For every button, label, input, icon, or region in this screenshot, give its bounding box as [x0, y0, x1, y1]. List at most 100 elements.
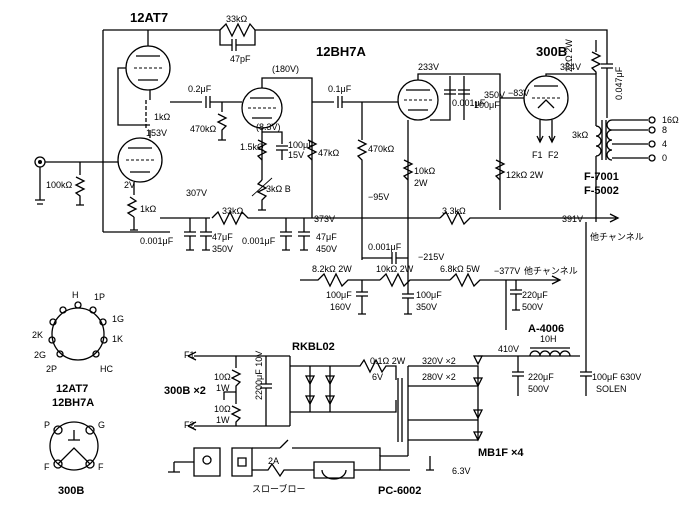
- filament-cap: 2200μF 10V: [254, 351, 264, 400]
- voltage-minus-95v: −95V: [368, 192, 389, 202]
- pin-h: H: [72, 290, 79, 300]
- film-cap-brand: SOLEN: [596, 384, 627, 394]
- opt-model-2: F-5002: [584, 185, 619, 197]
- voltage-minus-377v: −377V: [494, 266, 520, 276]
- voltage-8v3: (8.3V): [256, 122, 281, 132]
- main-cap-voltage: 500V: [528, 384, 549, 394]
- pin-f2: F: [98, 462, 104, 472]
- bias-resistor-2: 10kΩ 2W: [376, 264, 414, 274]
- variable-resistor-label: 3kΩ B: [266, 184, 291, 194]
- tap-8: 8: [662, 125, 667, 135]
- filament-300b-count: 300B ×2: [164, 385, 206, 397]
- hum-resistor-2-watt: 1W: [216, 415, 230, 425]
- bias-cap-label: 0.001μF: [368, 242, 402, 252]
- decouple-resistor-2-label: 3.3kΩ: [442, 206, 466, 216]
- pin-g: G: [98, 420, 105, 430]
- plate-resistor-3-label: 12kΩ 2W: [506, 170, 544, 180]
- tube-300b: 300B 384V −83V F1 F2 22Ω 2W 0.047μF 16Ω …: [500, 39, 679, 222]
- bias-cap-1: 100μF: [326, 290, 352, 300]
- voltage-307v: 307V: [186, 188, 207, 198]
- power-supply: RKBL02 F1 F2 300B ×2 10Ω 1W 10Ω 1W 2200μ…: [164, 222, 641, 497]
- pin-2k: 2K: [32, 330, 43, 340]
- voltage-180v: (180V): [272, 64, 299, 74]
- decouple-cap-2-voltage: 450V: [316, 244, 337, 254]
- voltage-373v: 373V: [314, 214, 335, 224]
- choke-model: A-4006: [528, 323, 564, 335]
- other-channel-1: 他チャンネル: [590, 231, 644, 243]
- decouple-resistor-1-label: 33kΩ: [222, 206, 244, 216]
- opt-model-1: F-7001: [584, 171, 619, 183]
- fuse-type: スローブロー: [252, 483, 305, 495]
- k4-resistor-wattage: 2W: [414, 178, 428, 188]
- bias-cap-3-voltage: 500V: [522, 302, 543, 312]
- pin-1g: 1G: [112, 314, 124, 324]
- decouple-cap-1a: 0.001μF: [140, 236, 174, 246]
- voltage-410v: 410V: [498, 344, 519, 354]
- choke-inductance: 10H: [540, 334, 557, 344]
- voltage-153v: 153V: [146, 128, 167, 138]
- voltage-384v: 384V: [560, 62, 581, 72]
- voltage-391v: 391V: [562, 214, 583, 224]
- bias-supply: 0.001μF −215V 8.2kΩ 2W 10kΩ 2W 6.8kΩ 5W …: [300, 242, 578, 330]
- film-cap: 100μF 630V: [592, 372, 641, 382]
- volt-6v: 6V: [372, 372, 383, 382]
- bias-cap-2: 100μF: [416, 290, 442, 300]
- pin-1k: 1K: [112, 334, 123, 344]
- pin-hc: HC: [100, 364, 113, 374]
- voltage-minus-83v: −83V: [508, 88, 529, 98]
- hum-resistor-2: 10Ω: [214, 404, 231, 414]
- fuse-rating: 2A: [268, 456, 279, 466]
- k4-resistor-label: 10kΩ: [414, 166, 436, 176]
- driver-stage: 0.1μF 470kΩ −95V 233V 10kΩ 2W 0.001μF 10…: [312, 62, 544, 290]
- k4-cap-voltage: 350V: [484, 90, 505, 100]
- tube-12bh7a: 12BH7A 0.2μF 470kΩ (180V) (8.3V) 47kΩ 1.…: [170, 44, 366, 218]
- tap-4: 4: [662, 139, 667, 149]
- k3-resistor-label: 1.5kΩ: [240, 142, 264, 152]
- coupling-cap-1-label: 0.2μF: [188, 84, 212, 94]
- tap-16: 16Ω: [662, 115, 679, 125]
- tap-0: 0: [662, 153, 667, 163]
- tube-12at7: 12AT7 1kΩ 153V 1kΩ 2V: [117, 10, 171, 231]
- pin-p: P: [44, 420, 50, 430]
- bias-resistor-3: 6.8kΩ 5W: [440, 264, 480, 274]
- grid-resistor-3-label: 470kΩ: [368, 144, 395, 154]
- bias-cap-1-voltage: 160V: [330, 302, 351, 312]
- zobel-cap-label: 0.047μF: [614, 66, 624, 100]
- pinout-300b: P G F F 300B: [44, 420, 105, 497]
- feedback-resistor-label: 33kΩ: [226, 14, 248, 24]
- pin-2g: 2G: [34, 350, 46, 360]
- main-cap: 220μF: [528, 372, 554, 382]
- k4-cap-b-label: 100μF: [474, 100, 500, 110]
- other-channel-2: 他チャンネル: [524, 265, 578, 277]
- k2-resistor-label: 1kΩ: [140, 204, 157, 214]
- zobel-resistor-label: 22Ω 2W: [564, 39, 574, 72]
- decouple-cap-2a: 0.001μF: [242, 236, 276, 246]
- pinout-title-3: 300B: [58, 485, 84, 497]
- k3-cap-voltage: 15V: [288, 150, 304, 160]
- feedback-network: 33kΩ 47pF: [102, 14, 608, 232]
- coupling-cap-2-label: 0.1μF: [328, 84, 352, 94]
- input-section: 100kΩ: [34, 156, 118, 206]
- decouple-cap-1b: 47μF: [212, 232, 233, 242]
- bias-cap-2-voltage: 350V: [416, 302, 437, 312]
- filament-f2: F2: [548, 150, 559, 160]
- k4-cap-a-label: 0.001μF: [452, 98, 486, 108]
- pin-2p: 2P: [46, 364, 57, 374]
- voltage-minus-215v: −215V: [418, 252, 444, 262]
- opt-impedance: 3kΩ: [572, 130, 589, 140]
- pin-f1: F: [44, 462, 50, 472]
- tube-300b-label: 300B: [536, 44, 567, 59]
- plate-resistor-2-label: 47kΩ: [318, 148, 340, 158]
- tube-12bh7a-label: 12BH7A: [316, 44, 366, 59]
- pinout-title-2: 12BH7A: [52, 397, 94, 409]
- bias-resistor-1: 8.2kΩ 2W: [312, 264, 352, 274]
- pt-hv-2: 280V ×2: [422, 372, 456, 382]
- filament-f1: F1: [532, 150, 543, 160]
- volt-6v3: 6.3V: [452, 466, 471, 476]
- decouple-cap-2b: 47μF: [316, 232, 337, 242]
- voltage-2v: 2V: [124, 180, 135, 190]
- hum-resistor-1: 10Ω: [214, 372, 231, 382]
- bridge-label: RKBL02: [292, 341, 335, 353]
- pt-hv-1: 320V ×2: [422, 356, 456, 366]
